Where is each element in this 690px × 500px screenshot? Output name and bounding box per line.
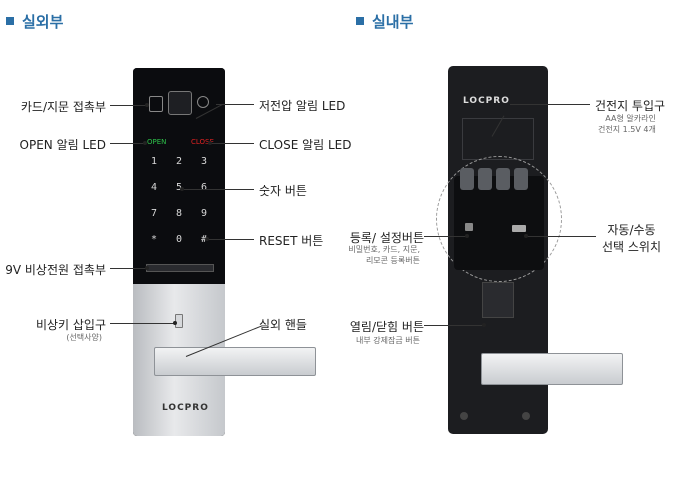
label-number-button: 숫자 버튼 [259,184,307,198]
aa-battery [478,168,492,190]
aa-battery [514,168,528,190]
exterior-handle[interactable] [154,347,316,376]
keypad-key[interactable]: 0 [176,234,183,245]
keypad-key[interactable]: 1 [151,156,158,167]
section-bullet-icon [356,16,364,25]
label-register-button: 등록/ 설정버튼 [349,231,424,245]
register-button[interactable] [465,223,473,231]
label-open-close-button: 열림/닫힘 버튼 [349,320,424,334]
brand-logo: LOCPRO [162,403,209,413]
lock-status-icon [197,96,209,108]
keypad-key[interactable]: 7 [151,208,158,219]
label-low-voltage-led: 저전압 알림 LED [259,99,346,113]
label-battery-sub: AA형 알카라인 건전지 1.5V 4개 [598,114,656,134]
interior-brand-logo: LOCPRO [463,96,510,106]
label-key-slot-sub: (선택사양) [66,333,102,342]
battery-compartment-callout [436,156,562,282]
keypad-key[interactable]: 9 [201,208,208,219]
interior-section-title: 실내부 [356,11,413,32]
aa-battery [460,168,474,190]
keypad-key[interactable]: 2 [176,156,183,167]
screw-icon [460,412,468,420]
close-led-indicator: CLOSE [191,138,214,146]
label-card-fingerprint: 카드/지문 접촉부 [20,100,106,114]
keypad-key[interactable]: 4 [151,182,158,193]
card-reader-icon [149,96,163,112]
keypad-key[interactable]: * [151,234,158,245]
aa-battery [496,168,510,190]
label-open-led: OPEN 알림 LED [19,138,106,152]
keypad-key[interactable]: 6 [201,182,208,193]
label-open-close-sub: 내부 강제잠금 버튼 [356,336,420,345]
label-register-sub: 비밀번호, 카드, 지문, 리모콘 등록버튼 [348,245,420,265]
keypad-key[interactable]: # [201,234,208,245]
keypad-key[interactable]: 5 [176,182,183,193]
interior-handle[interactable] [481,353,623,385]
label-outer-handle: 실외 핸들 [259,318,307,332]
label-battery-slot: 건전지 투입구 [595,99,666,113]
screw-icon [522,412,530,420]
label-close-led: CLOSE 알림 LED [259,138,352,152]
auto-manual-switch[interactable] [512,225,526,232]
keypad-key[interactable]: 8 [176,208,183,219]
open-led-indicator: OPEN [147,138,167,146]
label-auto-manual-switch: 자동/수동 선택 스위치 [602,223,662,254]
exterior-section-title: 실외부 [6,11,63,32]
open-close-button[interactable] [482,282,514,318]
label-9v-contact: 9V 비상전원 접촉부 [5,263,106,277]
label-key-slot: 비상키 삽입구 [35,318,106,332]
fingerprint-sensor [168,91,192,115]
battery-9v-contact [146,264,214,272]
label-reset-button: RESET 버튼 [259,234,324,248]
section-bullet-icon [6,16,14,25]
keypad-key[interactable]: 3 [201,156,208,167]
